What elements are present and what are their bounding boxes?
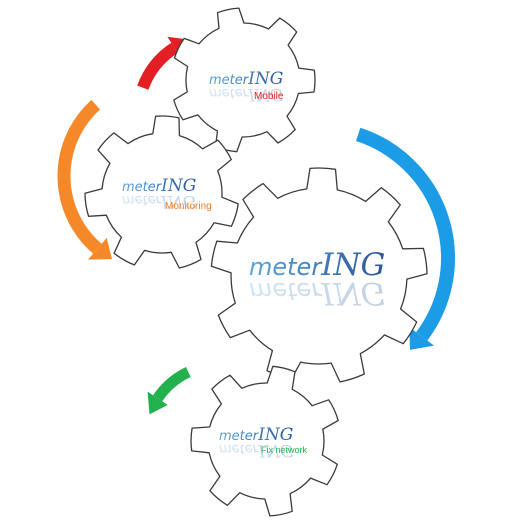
blue-arrow-head bbox=[409, 327, 435, 350]
gear-icon bbox=[84, 115, 239, 269]
gear-label-monitoring: Monitoring bbox=[165, 201, 212, 212]
gear-icon bbox=[210, 167, 428, 383]
orange-curved-arrow-icon bbox=[57, 99, 112, 260]
meter-ing-logo-reflection: meterING bbox=[209, 84, 283, 104]
gear-icon bbox=[173, 7, 316, 153]
meter-ing-logo: meterING bbox=[209, 69, 283, 89]
blue-arrow-shaft bbox=[356, 127, 455, 341]
meter-ing-logo: meterING bbox=[122, 176, 196, 196]
orange-arrow-head bbox=[88, 237, 112, 260]
gears-layer: meterINGmeterINGMobilemeterINGmeterINGMo… bbox=[84, 7, 428, 517]
green-arrow-head bbox=[147, 391, 168, 415]
gear-icon bbox=[190, 365, 339, 517]
orange-arrow-shaft bbox=[57, 99, 102, 254]
meter-ing-logo: meterING bbox=[219, 425, 293, 445]
green-curved-arrow-icon bbox=[147, 367, 191, 415]
red-arrow-shaft bbox=[137, 42, 179, 90]
blue-curved-arrow-icon bbox=[356, 127, 455, 350]
meter-ing-logo-reflection: meterING bbox=[249, 275, 385, 311]
meter-ing-logo: meterING bbox=[249, 247, 385, 283]
meter-ing-logo-reflection: meterING bbox=[219, 440, 293, 460]
gear-label-fix-network: Fix network bbox=[261, 445, 308, 455]
meter-ing-logo-reflection: meterING bbox=[122, 191, 196, 211]
gear-label-mobile: Mobile bbox=[254, 91, 284, 102]
green-arrow-shaft bbox=[153, 367, 191, 402]
